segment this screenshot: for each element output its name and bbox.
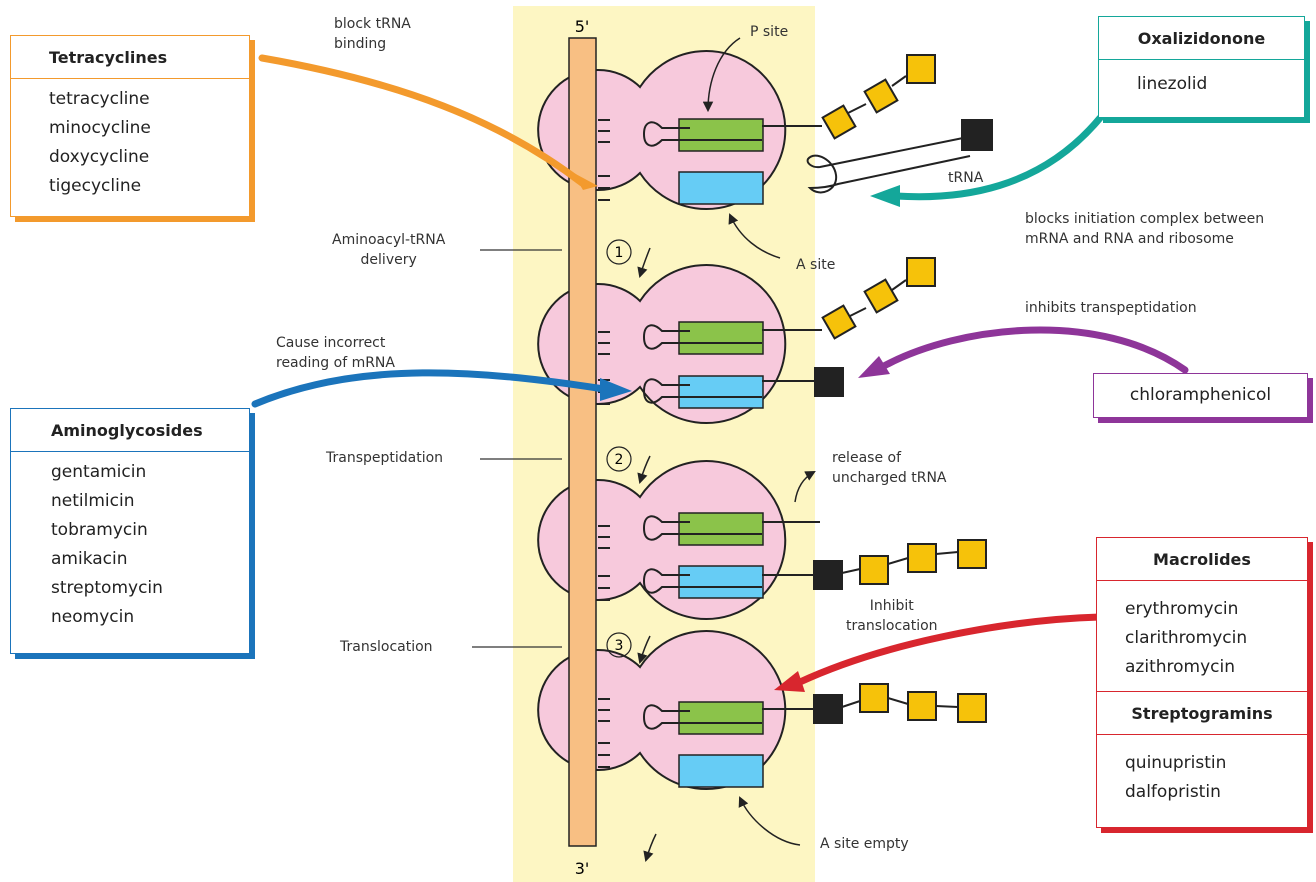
step-1-marker: 1 bbox=[606, 239, 651, 279]
macrolides-title: Macrolides bbox=[1097, 538, 1307, 581]
drug-item: tetracycline bbox=[49, 89, 150, 109]
p-site-pointer bbox=[702, 37, 741, 113]
aminoglycosides-box: Aminoglycosides gentamicin netilmicin to… bbox=[10, 408, 250, 654]
tetracyclines-box: Tetracyclines tetracycline minocycline d… bbox=[10, 35, 250, 217]
release-pointer bbox=[794, 470, 816, 503]
three-prime-label: 3' bbox=[575, 859, 590, 878]
a-site-4 bbox=[678, 754, 764, 788]
a-site-empty-label: A site empty bbox=[820, 836, 909, 852]
p-site-2 bbox=[678, 321, 764, 355]
chloramphenicol-box: chloramphenicol bbox=[1093, 373, 1308, 418]
step-3-marker: 3 bbox=[606, 632, 651, 665]
drug-item: quinupristin bbox=[1125, 753, 1227, 773]
transpeptidation-label: Transpeptidation bbox=[326, 450, 444, 466]
drug-item: neomycin bbox=[51, 607, 135, 627]
drug-item: tigecycline bbox=[49, 176, 142, 196]
drug-item: streptomycin bbox=[51, 578, 163, 598]
drug-item: linezolid bbox=[1137, 74, 1208, 94]
ribosome-3 bbox=[537, 460, 820, 620]
drug-item: dalfopristin bbox=[1125, 782, 1221, 802]
tetracycline-arrow bbox=[258, 54, 586, 187]
aminoglycoside-arrow bbox=[251, 369, 608, 408]
oxalizidonone-arrow bbox=[892, 114, 1104, 201]
p-site-4 bbox=[678, 701, 764, 735]
mrna-strand bbox=[568, 37, 597, 847]
chloramphenicol-arrow bbox=[880, 326, 1189, 374]
macrolides-streptogramins-box: Macrolides erythromycin clarithromycin a… bbox=[1096, 537, 1308, 828]
a-site-2 bbox=[678, 375, 764, 409]
free-trna bbox=[806, 136, 971, 194]
inhibits-transpeptidation-label: inhibits transpeptidation bbox=[1025, 300, 1197, 316]
p-site-label: P site bbox=[750, 24, 789, 40]
streptogramins-title: Streptogramins bbox=[1097, 691, 1307, 735]
p-site-3 bbox=[678, 512, 764, 546]
amino-acid-chain-2 bbox=[814, 257, 936, 397]
translocation-label: Translocation bbox=[340, 639, 433, 655]
tetracyclines-title: Tetracyclines bbox=[11, 36, 249, 79]
five-prime-label: 5' bbox=[575, 17, 590, 36]
amino-acid-chain-1 bbox=[821, 54, 993, 151]
ribosome-1 bbox=[537, 50, 822, 210]
aminoglycosides-title: Aminoglycosides bbox=[11, 409, 249, 452]
svg-text:2: 2 bbox=[615, 452, 624, 468]
drug-item: erythromycin bbox=[1125, 599, 1239, 619]
ribosome-2 bbox=[537, 264, 822, 424]
a-site-label: A site bbox=[796, 257, 836, 273]
a-site-1 bbox=[678, 171, 764, 205]
oxalizidonone-box: Oxalizidonone linezolid bbox=[1098, 16, 1305, 118]
drug-item: clarithromycin bbox=[1125, 628, 1248, 648]
a-site-empty-pointer bbox=[738, 796, 801, 846]
drug-item: tobramycin bbox=[51, 520, 148, 540]
drug-item: amikacin bbox=[51, 549, 128, 569]
svg-text:1: 1 bbox=[615, 245, 624, 261]
svg-text:3: 3 bbox=[615, 638, 624, 654]
step-2-marker: 2 bbox=[606, 446, 651, 485]
final-step-arrow bbox=[643, 833, 657, 863]
a-site-3 bbox=[678, 565, 764, 599]
drug-item: netilmicin bbox=[51, 491, 135, 511]
drug-item: minocycline bbox=[49, 118, 151, 138]
macrolide-arrow bbox=[796, 613, 1104, 686]
chloramphenicol-title: chloramphenicol bbox=[1129, 385, 1272, 405]
a-site-pointer bbox=[728, 213, 781, 259]
amino-acid-chain-3 bbox=[813, 539, 987, 590]
drug-item: azithromycin bbox=[1125, 657, 1235, 677]
amino-acid-chain-4 bbox=[813, 683, 987, 724]
oxalizidonone-title: Oxalizidonone bbox=[1099, 17, 1304, 60]
trna-label: tRNA bbox=[948, 170, 984, 186]
ribosome-4 bbox=[537, 630, 814, 790]
p-site-1 bbox=[678, 118, 764, 152]
drug-item: doxycycline bbox=[49, 147, 150, 167]
drug-item: gentamicin bbox=[51, 462, 147, 482]
